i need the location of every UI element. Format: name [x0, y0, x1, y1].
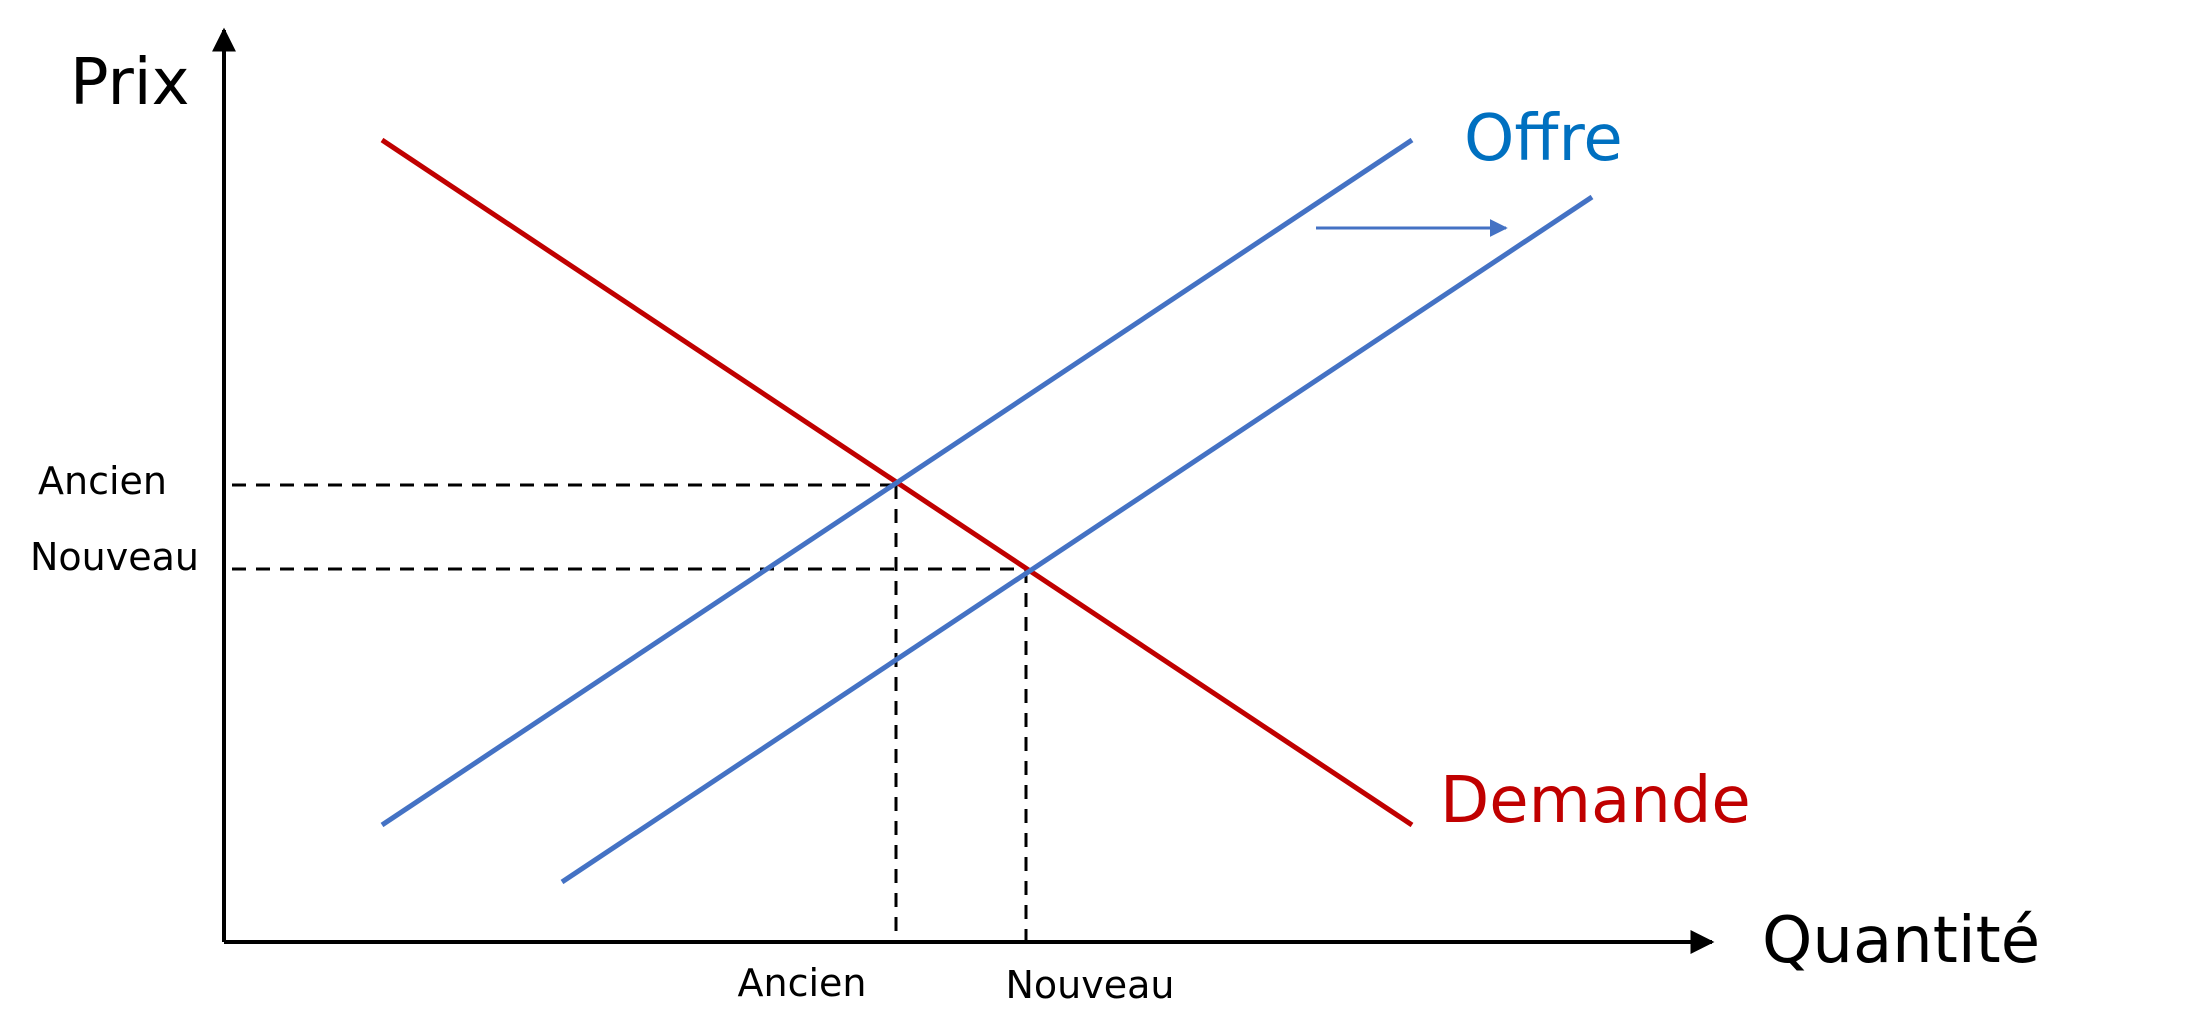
old-price-label: Ancien — [38, 459, 167, 503]
demand-label: Demande — [1440, 764, 1751, 838]
old-quantity-label: Ancien — [738, 961, 867, 1005]
new-price-label: Nouveau — [30, 535, 199, 579]
new-quantity-label: Nouveau — [1006, 963, 1175, 1007]
supply-curve-shifted — [560, 194, 1594, 885]
supply-curve-original — [380, 137, 1414, 828]
supply-label: Offre — [1464, 102, 1623, 176]
x-axis-title: Quantité — [1762, 904, 2040, 978]
y-axis-title: Prix — [70, 46, 189, 120]
